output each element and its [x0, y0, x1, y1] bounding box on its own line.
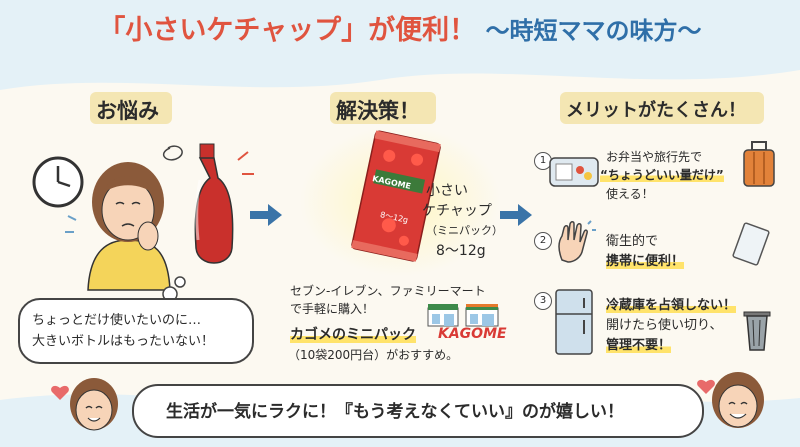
merit-1-line-2: “ちょうどいい量だけ”: [600, 168, 724, 182]
stores-line-2: で手軽に購入！: [290, 302, 375, 316]
worry-line-1: ちょっとだけ使いたいのに…: [32, 313, 202, 328]
small-packet-icon: [732, 222, 770, 266]
heart-icon: [51, 385, 69, 400]
title-highlight: 小さいケチャップ: [125, 15, 342, 46]
heart-icon-2: [697, 379, 715, 394]
arrow-right-icon-2: [500, 204, 532, 226]
product-line-2: ケチャップ: [422, 203, 492, 219]
arrow-right-icon: [250, 204, 282, 226]
happy-mom-left-icon: [70, 378, 118, 431]
store-icon-2: [465, 304, 499, 327]
worry-heading: お悩み: [96, 99, 159, 123]
merit-1-line-3: 使える！: [606, 187, 654, 201]
worry-heading-box: [90, 92, 172, 124]
convenience-store-icons: [427, 304, 499, 327]
solution-heading: 解決策！: [336, 99, 420, 123]
refrigerator-icon: [555, 289, 593, 355]
product-line-4: 8～12g: [436, 243, 486, 259]
solution-heading-box: [330, 92, 436, 124]
price-line: （10袋200円台）がおすすめ。: [288, 348, 459, 362]
footer-bubble: [132, 384, 704, 438]
trash-can-icon: [743, 311, 771, 351]
merits-heading: メリットがたくさん！: [566, 100, 746, 121]
ketchup-packet-illustration: [300, 126, 500, 276]
bento-box-icon: [549, 157, 599, 187]
product-line-3: （ミニパック）: [426, 224, 503, 237]
page-title: 「小さいケチャップ」が便利！ ～時短ママの味方～: [98, 15, 702, 46]
ketchup-bottle-icon: [194, 143, 234, 264]
worry-speech-bubble: [18, 298, 254, 364]
happy-mom-right-icon: [712, 372, 764, 428]
kagome-line: カゴメのミニパック: [290, 327, 416, 343]
merit-3-line-1: 冷蔵庫を占領しない！: [606, 298, 737, 313]
title-subtitle: ～時短ママの味方～: [485, 17, 702, 45]
merit-number-2: 2: [534, 232, 552, 250]
worried-mom-illustration: [32, 143, 254, 291]
stores-line-1: セブン-イレブン、ファミリーマート: [290, 284, 486, 298]
worry-line-2: 大きいボトルはもったいない！: [32, 334, 215, 349]
clock-icon: [32, 156, 84, 208]
kagome-logo: KAGOME: [438, 326, 507, 342]
merit-3-line-2: 開けたら使い切り、: [606, 318, 723, 333]
merit-2-line-2: 携帯に便利！: [606, 254, 685, 269]
footer-text: 生活が一気にラクに！『もう考えなくていい』のが嬉しい！: [166, 402, 624, 422]
merit-2-line-1: 衛生的で: [606, 234, 659, 249]
clean-hand-icon: [558, 220, 596, 263]
merits-heading-box: [560, 92, 764, 124]
ketchup-packet-icon: [351, 130, 441, 262]
suitcase-icon: [743, 141, 775, 187]
merit-3-line-3: 管理不要！: [606, 338, 672, 353]
merit-1-line-1: お弁当や旅行先で: [606, 150, 703, 164]
merit-number-3: 3: [534, 292, 552, 310]
product-line-1: 小さい: [426, 183, 468, 199]
store-icon: [427, 304, 459, 327]
